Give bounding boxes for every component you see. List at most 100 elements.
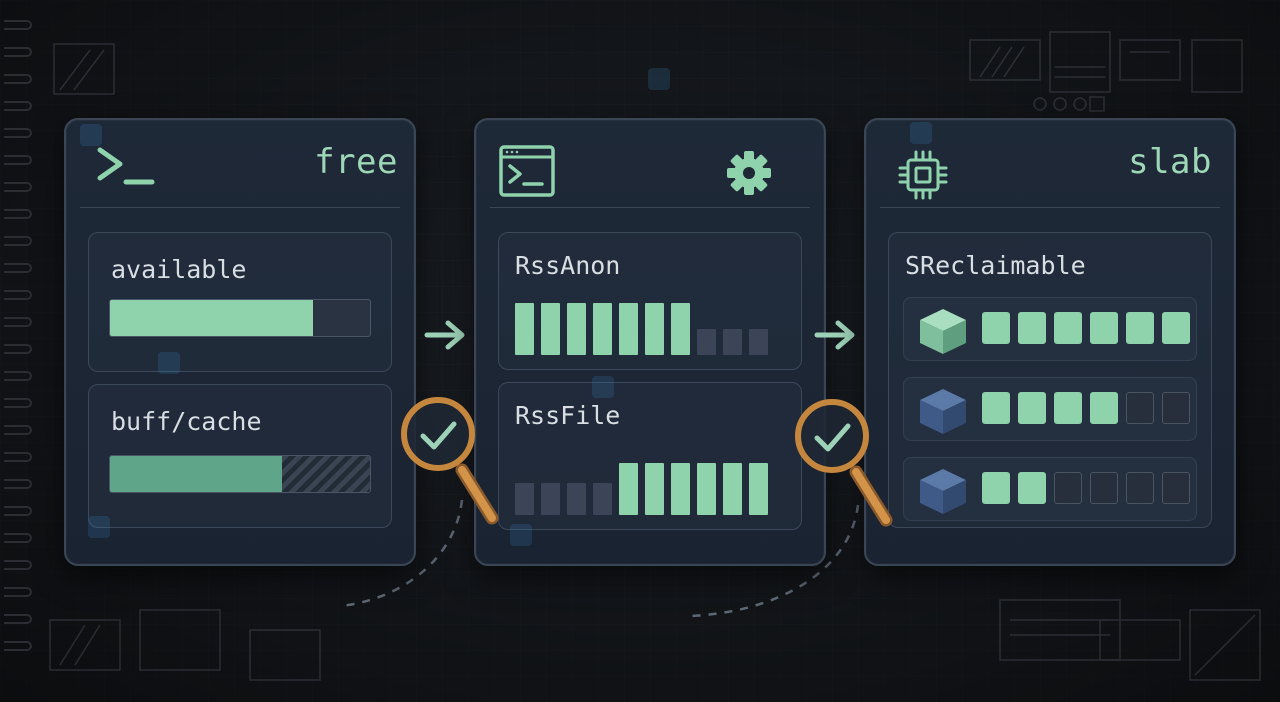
- slab-cell-used: [1162, 312, 1190, 344]
- spiral-ring: [4, 479, 32, 489]
- panel-free: free available buff/cache: [64, 118, 416, 566]
- spiral-ring: [4, 236, 32, 246]
- spiral-ring: [4, 614, 32, 624]
- spiral-ring: [4, 182, 32, 192]
- slab-row: [903, 457, 1197, 521]
- memory-bar: [749, 329, 768, 355]
- memory-bar: [593, 483, 612, 515]
- arrow-right-icon: [814, 320, 855, 350]
- background-sketch-bottom-right: [999, 599, 1261, 681]
- slab-cells: [982, 392, 1190, 424]
- watermark-badge: [910, 122, 932, 144]
- memory-bar: [619, 303, 638, 355]
- memory-bar: [541, 303, 560, 355]
- card-label: buff/cache: [111, 407, 262, 436]
- slab-cell-used: [1126, 312, 1154, 344]
- arrow-right-icon: [424, 320, 465, 350]
- memory-bar: [541, 483, 560, 515]
- slab-cell-used: [982, 392, 1010, 424]
- slab-cells: [982, 312, 1190, 344]
- spiral-ring: [4, 425, 32, 435]
- panel-title: slab: [1128, 142, 1212, 182]
- watermark-badge: [80, 124, 102, 146]
- slab-cell-used: [1018, 472, 1046, 504]
- rssanon-bars: [515, 303, 768, 355]
- panel-slab: slab SReclaimable: [864, 118, 1236, 566]
- memory-bar: [567, 483, 586, 515]
- card-label: RssFile: [515, 401, 621, 430]
- slab-cell-used: [1054, 392, 1082, 424]
- memory-bar: [567, 303, 586, 355]
- spiral-ring: [4, 290, 32, 300]
- watermark-badge: [592, 376, 614, 398]
- panel-header: [880, 134, 1220, 208]
- watermark-badge: [648, 68, 670, 90]
- slab-cell-used: [982, 312, 1010, 344]
- memory-bar: [749, 463, 768, 515]
- memory-bar: [671, 303, 690, 355]
- slab-row: [903, 377, 1197, 441]
- spiral-ring: [4, 533, 32, 543]
- watermark-badge: [88, 516, 110, 538]
- spiral-ring: [4, 317, 32, 327]
- spiral-ring: [4, 398, 32, 408]
- spiral-ring: [4, 74, 32, 84]
- memory-bar: [593, 303, 612, 355]
- slab-cell-free: [1054, 472, 1082, 504]
- cpu-chip-icon: [898, 150, 948, 200]
- memory-bar: [645, 463, 664, 515]
- spiral-ring: [4, 209, 32, 219]
- card-rssfile: RssFile: [498, 382, 802, 530]
- card-sreclaimable: SReclaimable: [888, 232, 1212, 528]
- spiral-ring: [4, 371, 32, 381]
- slab-cell-free: [1090, 472, 1118, 504]
- spiral-ring: [4, 101, 32, 111]
- panel-rss: RssAnon RssFile: [474, 118, 826, 566]
- memory-bar: [697, 329, 716, 355]
- watermark-badge: [510, 524, 532, 546]
- slab-cell-used: [1090, 312, 1118, 344]
- background-sketch-bottom-left: [49, 609, 321, 681]
- spiral-ring: [4, 506, 32, 516]
- memory-bar: [723, 463, 742, 515]
- background-sketch-top-right: [969, 31, 1243, 112]
- spiral-ring: [4, 452, 32, 462]
- blue-cube-icon: [920, 469, 966, 514]
- slab-cell-used: [982, 472, 1010, 504]
- memory-bar: [619, 463, 638, 515]
- card-label: RssAnon: [515, 251, 621, 280]
- available-bar: [109, 299, 371, 337]
- panel-title: free: [314, 142, 398, 182]
- slab-cell-used: [1018, 312, 1046, 344]
- slab-cell-free: [1126, 472, 1154, 504]
- slab-cell-free: [1162, 472, 1190, 504]
- memory-bar: [671, 463, 690, 515]
- slab-cell-used: [1090, 392, 1118, 424]
- spiral-ring: [4, 128, 32, 138]
- slab-cell-free: [1162, 392, 1190, 424]
- card-available: available: [88, 232, 392, 372]
- spiral-ring: [4, 587, 32, 597]
- background-sketch-left: [53, 43, 115, 95]
- buff-cache-bar-hatch: [281, 456, 370, 492]
- card-label: available: [111, 255, 247, 284]
- spiral-ring: [4, 344, 32, 354]
- magnifier-check-icon: [795, 399, 893, 527]
- spiral-binding: [0, 20, 34, 700]
- magnifier-check-icon: [401, 397, 499, 525]
- terminal-prompt-icon: [97, 147, 155, 185]
- memory-bar: [515, 303, 534, 355]
- memory-bar: [697, 463, 716, 515]
- spiral-ring: [4, 20, 32, 30]
- memory-bar: [723, 329, 742, 355]
- slab-cell-free: [1126, 392, 1154, 424]
- buff-cache-bar-fill: [110, 456, 282, 492]
- spiral-ring: [4, 155, 32, 165]
- buff-cache-bar: [109, 455, 371, 493]
- spiral-ring: [4, 263, 32, 273]
- spiral-ring: [4, 641, 32, 651]
- memory-bar: [645, 303, 664, 355]
- watermark-badge: [158, 352, 180, 374]
- card-rssanon: RssAnon: [498, 232, 802, 370]
